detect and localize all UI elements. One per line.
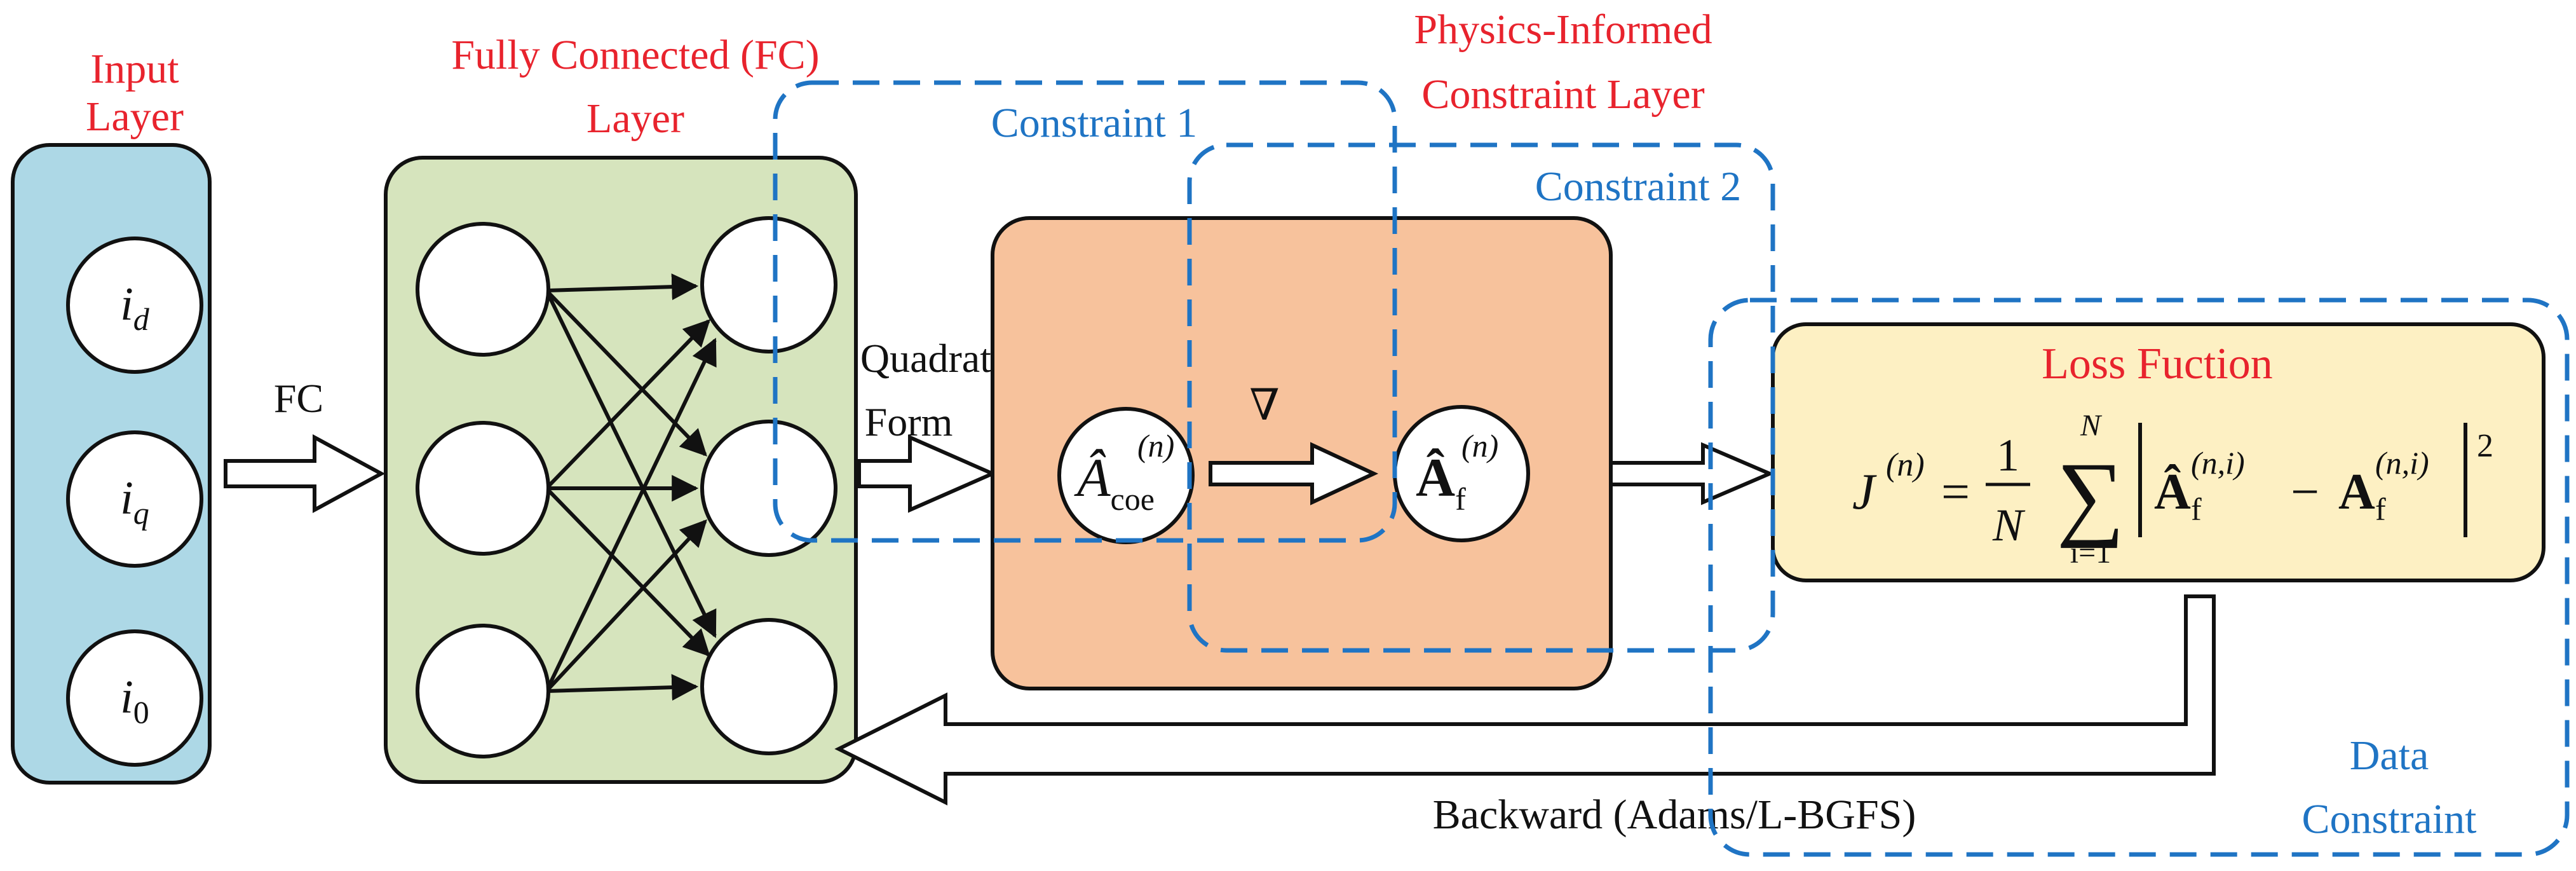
physics-title-line2: Constraint Layer <box>1421 71 1704 118</box>
nabla-hollow-arrow <box>1209 442 1379 505</box>
constraint1-region <box>773 80 1397 543</box>
svg-text:=: = <box>1941 464 1970 520</box>
dashed-regions <box>773 80 2570 857</box>
backward-hollow-arrow <box>834 594 2216 806</box>
fc-node-right-2 <box>700 420 837 557</box>
nabla-label: ∇ <box>1249 381 1279 429</box>
input-node-i0 <box>66 629 203 767</box>
input-label-id: id <box>120 278 150 337</box>
fc-node-left-3 <box>416 624 550 758</box>
fc-node-right-1 <box>700 216 837 353</box>
svg-text:J: J <box>1852 464 1877 520</box>
constraint2-region <box>1187 142 1775 653</box>
fc-arrow-label: FC <box>274 376 323 421</box>
to-loss-hollow-arrow <box>1609 442 1775 505</box>
svg-text:2: 2 <box>2477 428 2493 464</box>
svg-text:Â: Â <box>2154 464 2191 520</box>
svg-text:N: N <box>1992 500 2026 551</box>
svg-text:(n): (n) <box>1886 447 1925 483</box>
physics-constraint-box <box>991 216 1613 690</box>
svg-text:−: − <box>2291 464 2319 520</box>
svg-text:(n,i): (n,i) <box>2375 445 2429 481</box>
input-label-iq: iq <box>120 472 149 531</box>
svg-text:N: N <box>2080 409 2103 442</box>
svg-text:(n,i): (n,i) <box>2191 445 2245 481</box>
fc-node-right-3 <box>700 618 837 755</box>
input-node-id <box>66 237 203 374</box>
backward-label: Backward (Adams/L-BGFS) <box>1433 792 1916 838</box>
loss-title: Loss Fuction <box>2042 339 2273 388</box>
input-layer-title-line2: Layer <box>86 93 184 140</box>
data-constraint-label-line1: Data <box>2350 732 2429 779</box>
svg-text:∑: ∑ <box>2057 443 2125 549</box>
svg-text:f: f <box>2375 491 2386 527</box>
svg-text:f: f <box>2191 491 2202 527</box>
fc-layer-title-line1: Fully Connected (FC) <box>451 32 819 78</box>
node-a-f-label: Âf(n) <box>1416 428 1498 517</box>
loss-formula: J (n) = 1 N N ∑ i=1 Â f (n,i) − A f (n,i… <box>1852 409 2493 570</box>
svg-text:A: A <box>2338 464 2375 520</box>
input-node-iq <box>66 430 203 568</box>
fc-node-left-2 <box>416 421 550 556</box>
data-constraint-label-line2: Constraint <box>2302 796 2477 842</box>
quadratic-hollow-arrow <box>857 434 998 513</box>
svg-text:i=1: i=1 <box>2070 536 2111 570</box>
fc-hollow-arrow <box>224 434 386 514</box>
constraint1-label: Constraint 1 <box>991 100 1198 146</box>
node-a-f <box>1393 405 1530 542</box>
constraint2-label: Constraint 2 <box>1535 163 1742 210</box>
physics-title-line1: Physics-Informed <box>1414 6 1712 53</box>
node-a-coe-label: Âcoe(n) <box>1074 428 1174 517</box>
fc-layer-title-line2: Layer <box>586 95 684 142</box>
input-layer-title-line1: Input <box>90 46 179 92</box>
input-label-i0: i0 <box>120 671 149 730</box>
fc-node-left-1 <box>416 222 550 357</box>
fc-connections <box>545 273 717 701</box>
data-constraint-region <box>1708 298 2570 857</box>
svg-text:1: 1 <box>1996 430 2019 481</box>
